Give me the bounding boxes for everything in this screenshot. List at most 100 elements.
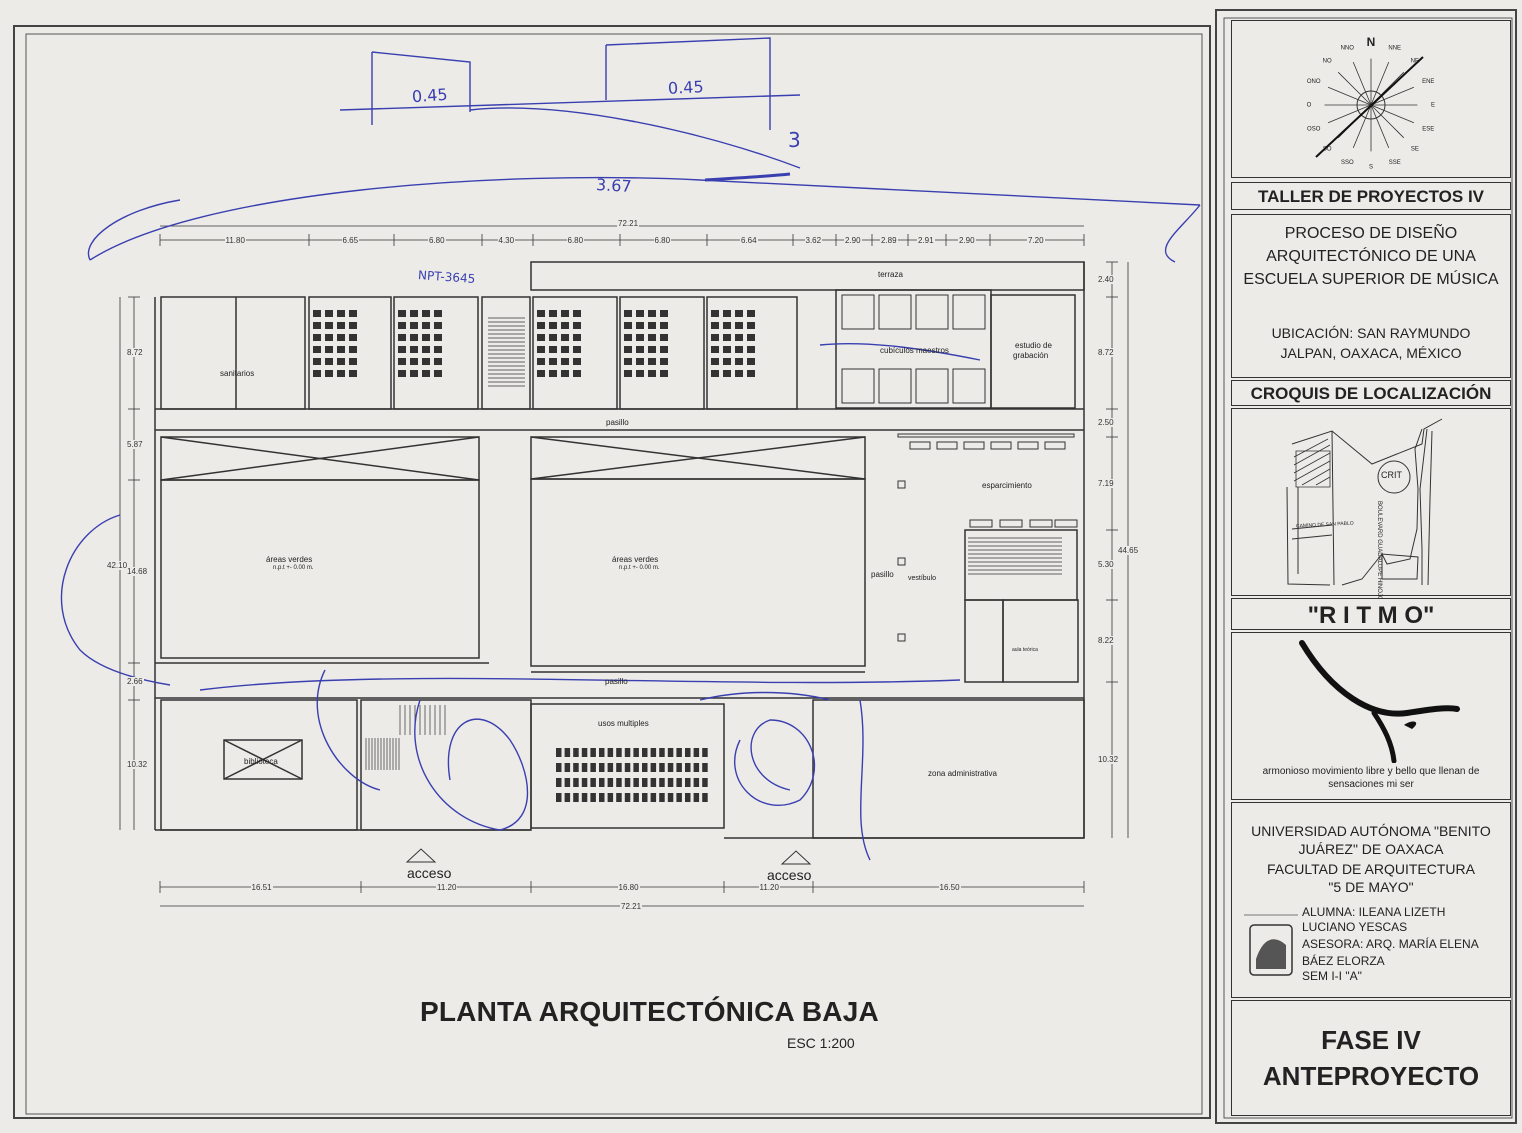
location-map: [1286, 418, 1443, 586]
left-dimension-1: 5.87: [126, 439, 144, 449]
desk-2-2-2: [561, 334, 569, 341]
seat-1-16: [693, 763, 700, 772]
student-line-2: LUCIANO YESCAS: [1302, 920, 1408, 934]
concept-logo-panel: armonioso movimiento libre y bello que l…: [1231, 632, 1511, 800]
compass-label-SO: SO: [1323, 146, 1332, 152]
room-vestibulo: vestíbulo: [908, 575, 937, 582]
seat-1-1: [564, 763, 571, 772]
bottom-dimension-4: 16.50: [938, 883, 961, 892]
access-label-2: acceso: [767, 867, 812, 883]
seat-0-14: [676, 748, 682, 757]
desk-0-5-0: [313, 370, 321, 377]
desk-2-0-2: [561, 310, 569, 317]
compass-label-NE: NE: [1411, 59, 1419, 65]
desk-4-1-3: [747, 322, 755, 329]
location-line-1: UBICACIÓN: SAN RAYMUNDO: [1271, 325, 1471, 341]
seat-2-6: [607, 778, 614, 787]
compass-label-SSE: SSE: [1389, 160, 1401, 166]
compass-ray-OSO: [1327, 104, 1372, 124]
desk-4-0-1: [723, 310, 731, 317]
seat-3-8: [624, 793, 631, 802]
desk-4-2-2: [735, 334, 743, 341]
compass-ray-SSO: [1352, 104, 1372, 149]
top-dimension-5: 6.80: [653, 236, 672, 245]
seat-2-4: [590, 778, 596, 787]
desk-2-3-3: [573, 346, 581, 353]
left-dimension-2: 14.68: [126, 566, 149, 576]
compass-ray-ONO: [1327, 86, 1372, 106]
project-line-3: ESCUELA SUPERIOR DE MÚSICA: [1243, 271, 1499, 288]
desk-0-4-0: [313, 358, 321, 365]
desk-4-0-3: [747, 310, 755, 317]
desk-1-5-0: [398, 370, 406, 377]
seat-0-3: [581, 748, 588, 757]
desk-1-1-3: [434, 322, 442, 329]
seat-3-6: [607, 793, 614, 802]
seat-3-5: [599, 793, 605, 802]
desk-4-5-2: [735, 370, 743, 377]
seat-2-7: [616, 778, 622, 787]
desk-4-3-1: [723, 346, 731, 353]
seat-3-0: [556, 793, 562, 802]
desk-1-1-1: [410, 322, 418, 329]
location-line-2: JALPAN, OAXACA, MÉXICO: [1280, 345, 1462, 361]
desk-2-3-2: [561, 346, 569, 353]
compass-ray-SE: [1370, 104, 1405, 139]
desk-0-2-1: [325, 334, 333, 341]
concept-motto-2: sensaciones mi ser: [1328, 779, 1414, 790]
seat-3-2: [573, 793, 579, 802]
top-dimension-10: 2.91: [917, 236, 935, 245]
desk-0-4-3: [349, 358, 357, 365]
seat-3-9: [633, 793, 639, 802]
desk-3-4-2: [648, 358, 656, 365]
desk-2-2-0: [537, 334, 545, 341]
desk-4-2-0: [711, 334, 719, 341]
seat-0-16: [693, 748, 700, 757]
seat-0-12: [659, 748, 665, 757]
seat-1-3: [581, 763, 588, 772]
compass-label-O: O: [1307, 103, 1312, 109]
desk-0-2-3: [349, 334, 357, 341]
desk-0-0-0: [313, 310, 321, 317]
room-usos-multiples: usos multiples: [598, 719, 649, 728]
top-dimension-8: 2.90: [844, 236, 862, 245]
desk-1-1-2: [422, 322, 430, 329]
plan-title: PLANTA ARQUITECTÓNICA BAJA: [420, 996, 879, 1027]
seat-1-10: [642, 763, 648, 772]
room-estudio-l2: grabación: [1013, 351, 1049, 360]
room-zona-administrativa: zona administrativa: [928, 769, 997, 778]
seat-1-5: [599, 763, 605, 772]
desk-2-0-0: [537, 310, 545, 317]
desk-4-3-2: [735, 346, 743, 353]
desk-3-2-1: [636, 334, 644, 341]
desk-1-3-1: [410, 346, 418, 353]
top-dimension-1: 6.65: [341, 236, 360, 245]
top-dimension-2: 6.80: [428, 236, 446, 245]
desk-3-1-0: [624, 322, 632, 329]
desk-0-5-1: [325, 370, 333, 377]
desk-4-1-0: [711, 322, 719, 329]
compass-label-ONO: ONO: [1307, 79, 1321, 85]
desk-2-4-2: [561, 358, 569, 365]
seat-2-10: [642, 778, 648, 787]
desk-3-5-0: [624, 370, 632, 377]
seat-2-1: [564, 778, 571, 787]
advisor-line-2: BÁEZ ELORZA: [1302, 954, 1385, 968]
university-seal-icon: [1244, 914, 1298, 976]
course-title: TALLER DE PROYECTOS IV: [1257, 187, 1485, 206]
bottom-dimension-1: 11.20: [436, 883, 458, 892]
top-dimension-4: 6.80: [566, 236, 585, 245]
desk-3-4-3: [660, 358, 668, 365]
desk-2-2-1: [549, 334, 557, 341]
desk-0-0-2: [337, 310, 345, 317]
seat-0-1: [564, 748, 571, 757]
desk-3-1-1: [636, 322, 644, 329]
north-arrow: [1315, 56, 1424, 158]
bottom-dimension-2: 16.80: [617, 883, 640, 892]
croquis-title: CROQUIS DE LOCALIZACIÓN: [1250, 384, 1492, 403]
desk-0-3-1: [325, 346, 333, 353]
desk-4-1-2: [735, 322, 743, 329]
seat-3-16: [693, 793, 700, 802]
seat-0-5: [599, 748, 605, 757]
top-dimension-7: 3.62: [804, 236, 823, 245]
